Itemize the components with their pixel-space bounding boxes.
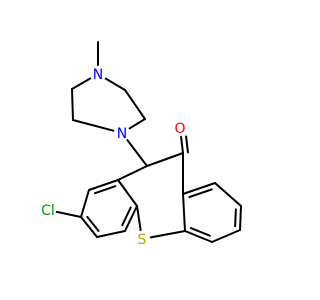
bond-r2-r3 [211,229,241,243]
bond-r3-r4 [239,205,242,231]
bond-pip_c-pip_d [124,89,146,120]
bond-l6-s [136,205,142,232]
molecule-structure-svg: N N O ClS [41,41,242,248]
bond-c_co-o [180,135,184,154]
bond-n_top-pip_a [71,77,92,90]
bond-pip_d-n_top [104,77,126,91]
atom-label-n_bottom: N [117,126,127,142]
bond-l2-l3 [80,189,90,218]
bond-l1-l2 [88,179,119,191]
bond-l5-l6-inner [121,206,132,227]
bond-r3-r4-inner [234,208,237,228]
bond-pip_a-pip_b [71,88,74,121]
bond-c11-l1 [117,165,148,181]
bond-r4-r5 [214,182,242,207]
bond-r6-r1 [182,193,186,232]
atom-label-cl: Cl [41,203,55,219]
bond-l6-l1 [117,179,138,207]
bond-l3-cl [55,210,82,218]
bond-r1-r2 [184,230,213,243]
bond-l5-l6 [124,205,138,232]
bond-n_bottom-c11 [126,139,148,167]
bond-l4-l5 [96,230,126,238]
atom-label-s: S [138,232,147,248]
bond-pip_b-n_bottom [72,119,115,132]
atom-label-o: O [174,121,185,137]
bond-l1-l2-inner [93,185,117,195]
bond-c_co-o-second [185,135,189,154]
bond-r1-r2-inner [189,227,211,237]
bond-l3-l4-inner [86,215,100,232]
bond-c11-c_co [146,152,184,167]
bond-l3-l4 [80,216,98,238]
bond-r5-r6-inner [188,188,213,199]
bond-s-r1 [149,230,186,239]
atom-label-n_top: N [93,67,103,83]
bond-n_bottom-pip_c [128,118,146,130]
bond-r5-r6 [182,182,216,195]
